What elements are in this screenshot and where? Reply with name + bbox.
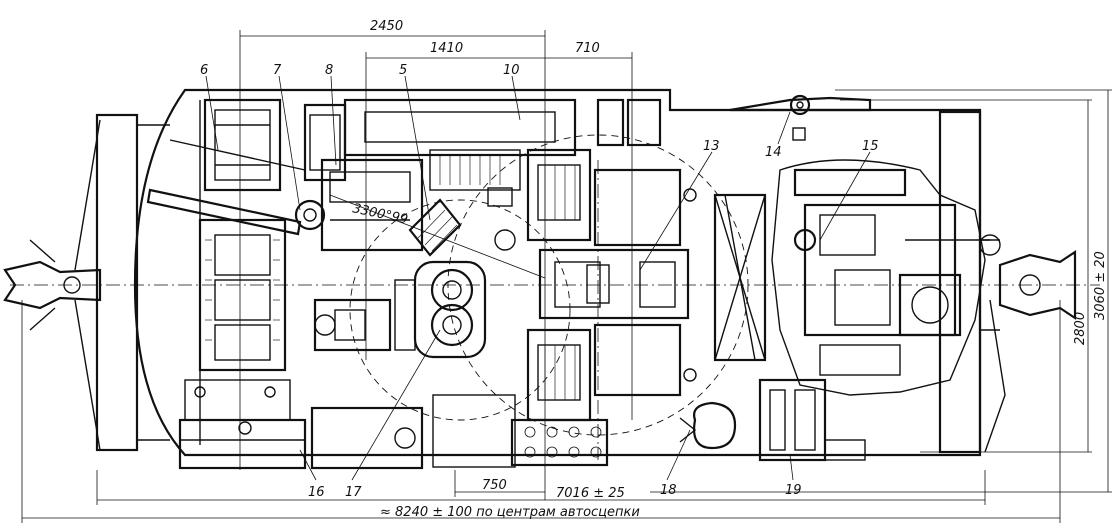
callout-17: 17 bbox=[345, 485, 362, 500]
dim-3060: 3060 ± 20 bbox=[1093, 251, 1108, 320]
dim-2800: 2800 bbox=[1073, 312, 1088, 345]
dim-1410: 1410 bbox=[430, 41, 463, 56]
dimension-lines bbox=[21, 30, 1112, 523]
transmission-center bbox=[526, 98, 697, 422]
dim-710: 710 bbox=[575, 41, 600, 56]
dim-7016: 7016 ± 25 bbox=[556, 486, 625, 501]
callout-14: 14 bbox=[765, 145, 782, 160]
left-coupler bbox=[3, 119, 102, 451]
leader-lines bbox=[205, 75, 871, 481]
center-components bbox=[303, 98, 577, 279]
callout-16: 16 bbox=[308, 485, 325, 500]
callout-6: 6 bbox=[200, 63, 208, 78]
callout-5: 5 bbox=[399, 63, 407, 78]
dim-750: 750 bbox=[482, 478, 507, 493]
callout-19: 19 bbox=[785, 483, 802, 498]
radiator-frame bbox=[713, 193, 767, 362]
dim-overall: ≈ 8240 ± 100 по центрам автосцепки bbox=[380, 505, 640, 520]
center-lines bbox=[10, 134, 1100, 460]
generator-17 bbox=[313, 260, 487, 359]
right-engine-15 bbox=[771, 159, 1001, 396]
callout-7: 7 bbox=[273, 63, 282, 78]
top-right-fitting bbox=[729, 94, 872, 141]
right-coupler bbox=[984, 249, 1077, 453]
bottom-items bbox=[310, 378, 866, 470]
dim-angle-note: 3300°99 bbox=[351, 201, 409, 227]
callout-15: 15 bbox=[862, 139, 879, 154]
left-engine-block bbox=[146, 98, 326, 470]
dim-2450: 2450 bbox=[370, 19, 403, 34]
callout-8: 8 bbox=[325, 63, 333, 78]
callout-13: 13 bbox=[703, 139, 720, 154]
callout-18: 18 bbox=[660, 483, 677, 498]
callout-10: 10 bbox=[503, 63, 520, 78]
